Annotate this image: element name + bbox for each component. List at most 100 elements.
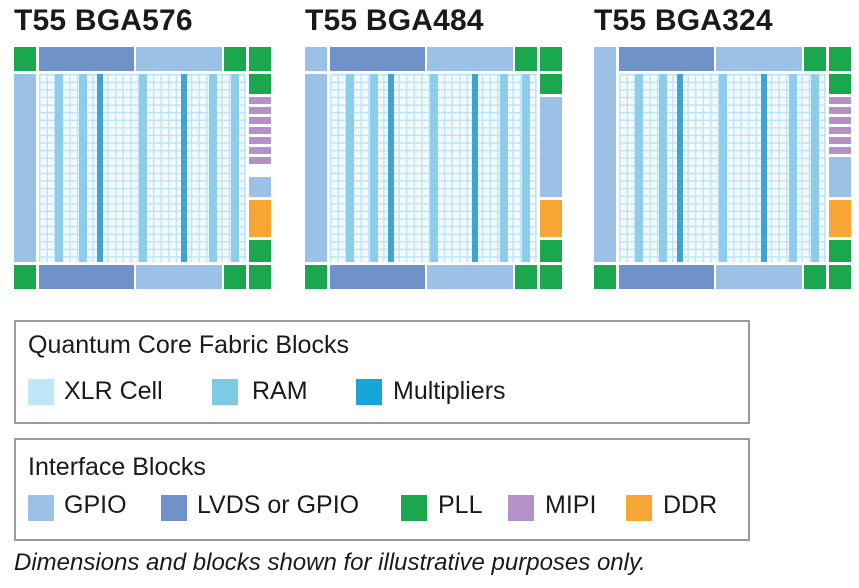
- pll-block: [829, 47, 851, 71]
- ram-swatch-icon: [212, 379, 238, 405]
- core-fabric: [619, 74, 826, 262]
- mipi-block: [829, 97, 851, 104]
- ram-column: [430, 74, 438, 262]
- core-fabric-legend: Quantum Core Fabric Blocks XLR Cell RAM …: [14, 320, 750, 424]
- lvds-block: [39, 47, 134, 71]
- ram-column: [55, 74, 63, 262]
- gpio-block: [305, 74, 327, 262]
- ram-column: [370, 74, 378, 262]
- legend-title-interface: Interface Blocks: [28, 453, 206, 481]
- ram-column: [209, 74, 217, 262]
- package-bga324-diagram: [594, 47, 854, 289]
- core-fabric: [330, 74, 537, 262]
- pll-block: [594, 265, 616, 289]
- mipi-block: [249, 137, 271, 144]
- gpio-block: [136, 265, 222, 289]
- lvds-block: [330, 47, 425, 71]
- pll-swatch-icon: [401, 495, 427, 521]
- pll-block: [249, 74, 271, 94]
- mipi-block: [829, 127, 851, 134]
- ram-column: [139, 74, 147, 262]
- pll-block: [224, 265, 246, 289]
- ram-column: [635, 74, 643, 262]
- mipi-block: [249, 107, 271, 114]
- multiplier-column: [677, 74, 683, 262]
- gpio-block: [136, 47, 222, 71]
- ram-column: [659, 74, 667, 262]
- mipi-block: [249, 157, 271, 164]
- lvds-swatch-icon: [161, 495, 187, 521]
- legend-title-core: Quantum Core Fabric Blocks: [28, 331, 349, 359]
- mipi-block: [249, 147, 271, 154]
- ddr-block: [249, 200, 271, 237]
- mipi-block: [829, 117, 851, 124]
- multiplier-column: [181, 74, 187, 262]
- gpio-block: [716, 265, 802, 289]
- ram-column: [231, 74, 239, 262]
- multiplier-column: [472, 74, 478, 262]
- xlr-cell-swatch-icon: [28, 379, 54, 405]
- gpio-block: [716, 47, 802, 71]
- ddr-block: [540, 200, 562, 237]
- legend-label-xlr-cell: XLR Cell: [64, 377, 163, 405]
- pll-block: [305, 265, 327, 289]
- legend-label-pll: PLL: [438, 491, 483, 519]
- gpio-block: [305, 47, 327, 71]
- pll-block: [829, 240, 851, 262]
- pll-block: [540, 47, 562, 71]
- mipi-block: [829, 147, 851, 154]
- package-bga484-diagram: [305, 47, 565, 289]
- multipliers-swatch-icon: [356, 379, 382, 405]
- legend-label-multipliers: Multipliers: [393, 377, 506, 405]
- gpio-block: [427, 47, 513, 71]
- pll-block: [829, 74, 851, 94]
- pll-block: [249, 47, 271, 71]
- ram-column: [789, 74, 797, 262]
- pll-block: [540, 74, 562, 94]
- mipi-block: [249, 97, 271, 104]
- lvds-block: [619, 47, 714, 71]
- pll-block: [540, 240, 562, 262]
- ddr-block: [829, 200, 851, 237]
- lvds-block: [39, 265, 134, 289]
- multiplier-column: [97, 74, 103, 262]
- gpio-block: [829, 157, 851, 197]
- disclaimer-footnote: Dimensions and blocks shown for illustra…: [14, 549, 646, 576]
- package-title-bga324: T55 BGA324: [594, 4, 773, 37]
- lvds-block: [619, 265, 714, 289]
- gpio-block: [594, 47, 616, 262]
- multiplier-column: [761, 74, 767, 262]
- ram-column: [719, 74, 727, 262]
- ram-column: [500, 74, 508, 262]
- mipi-block: [829, 137, 851, 144]
- package-bga576-diagram: [14, 47, 274, 289]
- legend-label-mipi: MIPI: [545, 491, 597, 519]
- mipi-block: [829, 107, 851, 114]
- gpio-block: [14, 74, 36, 262]
- ram-column: [811, 74, 819, 262]
- pll-block: [249, 265, 271, 289]
- mipi-swatch-icon: [508, 495, 534, 521]
- legend-label-gpio: GPIO: [64, 491, 127, 519]
- mipi-block: [249, 117, 271, 124]
- core-fabric: [39, 74, 246, 262]
- pll-block: [249, 240, 271, 262]
- legend-label-ddr: DDR: [663, 491, 718, 519]
- gpio-block: [540, 97, 562, 197]
- package-title-bga576: T55 BGA576: [14, 4, 193, 37]
- ddr-swatch-icon: [626, 495, 652, 521]
- pll-block: [804, 265, 826, 289]
- ram-column: [346, 74, 354, 262]
- package-title-bga484: T55 BGA484: [305, 4, 484, 37]
- pll-block: [515, 265, 537, 289]
- gpio-swatch-icon: [28, 495, 54, 521]
- pll-block: [515, 47, 537, 71]
- gpio-block: [249, 177, 271, 197]
- interface-legend: Interface Blocks GPIO LVDS or GPIO PLL M…: [14, 438, 750, 541]
- pll-block: [14, 265, 36, 289]
- pll-block: [540, 265, 562, 289]
- gpio-block: [427, 265, 513, 289]
- lvds-block: [330, 265, 425, 289]
- mipi-block: [249, 127, 271, 134]
- pll-block: [14, 47, 36, 71]
